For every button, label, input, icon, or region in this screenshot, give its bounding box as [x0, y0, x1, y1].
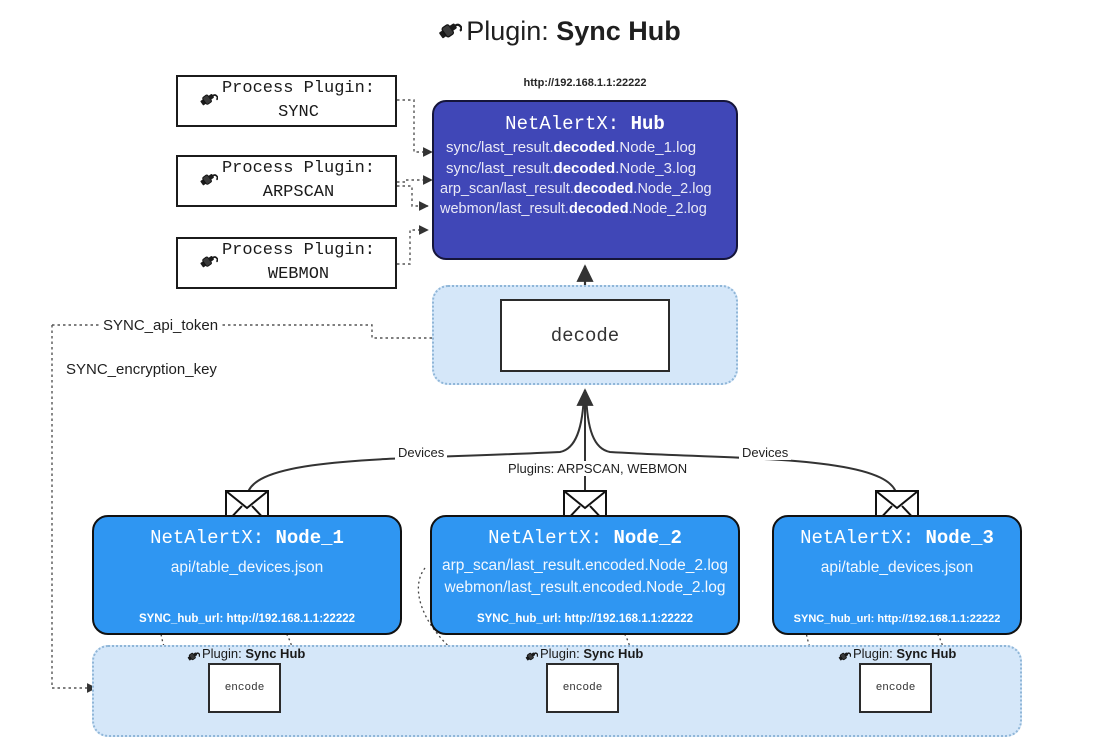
node3-line-1: api/table_devices.json	[820, 559, 974, 576]
pp-sync-line1: Process Plugin:	[221, 79, 376, 98]
process-plugin-webmon-label: Process Plugin: WEBMON	[222, 239, 375, 287]
encoder3-plugin-prefix: Plugin:	[853, 646, 897, 661]
encode-box-2[interactable]: encode	[546, 663, 619, 713]
node2-hub-url: SYNC_hub_url: http://192.168.1.1:22222	[476, 613, 694, 625]
node1-hub-url: SYNC_hub_url: http://192.168.1.1:22222	[138, 613, 356, 625]
encode-label-2: encode	[562, 682, 603, 694]
pp-webmon-line1: Process Plugin:	[221, 241, 376, 260]
node-box-node2[interactable]: NetAlertX: Node_2 arp_scan/last_result.e…	[430, 515, 740, 635]
plug-icon	[524, 649, 539, 664]
secret-label-api-token: SYNC_api_token	[99, 317, 223, 334]
pp-arpscan-line2: ARPSCAN	[262, 183, 335, 202]
edge-sync-to-log1	[397, 99, 433, 157]
secret-label-encryption-key: SYNC_encryption_key	[62, 361, 221, 378]
hub-title-name: Hub	[630, 113, 665, 135]
plug-icon	[198, 169, 219, 194]
node1-line-1: api/table_devices.json	[170, 559, 324, 576]
edge-webmon-to-log4	[397, 225, 429, 265]
decode-box[interactable]: decode	[500, 299, 670, 372]
hub-title: NetAlertX: Hub	[434, 113, 736, 135]
hub-box[interactable]: NetAlertX: Hub sync/last_result.decoded.…	[432, 100, 738, 260]
encoder3-plugin-name: Sync Hub	[896, 646, 957, 661]
edge-sync-to-log2	[397, 175, 433, 185]
node2-line-1: arp_scan/last_result.encoded.Node_2.log	[441, 557, 729, 574]
node2-line-2: webmon/last_result.encoded.Node_2.log	[444, 579, 726, 596]
page-title: Plugin: Sync Hub	[0, 14, 1117, 51]
encoder1-plugin-name: Sync Hub	[245, 646, 306, 661]
encoder3-plugin-header: Plugin: Sync Hub	[837, 646, 956, 664]
encode-label-1: encode	[224, 682, 265, 694]
node-box-node3[interactable]: NetAlertX: Node_3 api/table_devices.json…	[772, 515, 1022, 635]
node3-title: NetAlertX: Node_3	[800, 527, 994, 549]
process-plugin-webmon[interactable]: Process Plugin: WEBMON	[176, 237, 397, 289]
process-plugin-arpscan[interactable]: Process Plugin: ARPSCAN	[176, 155, 397, 207]
plug-icon	[198, 251, 219, 276]
hub-title-prefix: NetAlertX:	[505, 113, 631, 135]
hub-log-2: sync/last_result.decoded.Node_3.log	[446, 160, 697, 177]
encode-box-3[interactable]: encode	[859, 663, 932, 713]
node2-title: NetAlertX: Node_2	[488, 527, 682, 549]
encode-box-1[interactable]: encode	[208, 663, 281, 713]
decode-label: decode	[550, 324, 620, 347]
page-title-prefix: Plugin:	[466, 16, 557, 46]
edge-arpscan-to-log3	[397, 185, 429, 211]
edge-label-devices-right: Devices	[739, 445, 792, 460]
plug-icon	[186, 649, 201, 664]
process-plugin-sync-label: Process Plugin: SYNC	[222, 77, 375, 125]
pp-webmon-line2: WEBMON	[267, 265, 330, 284]
hub-log-3: arp_scan/last_result.decoded.Node_2.log	[440, 181, 712, 197]
plug-icon	[436, 17, 463, 51]
hub-log-4: webmon/last_result.decoded.Node_2.log	[440, 201, 707, 217]
edge-encryption-key-to-encoders	[51, 369, 97, 693]
hub-url-label: http://192.168.1.1:22222	[523, 77, 647, 89]
encode-label-3: encode	[875, 682, 916, 694]
pp-arpscan-line1: Process Plugin:	[221, 159, 376, 178]
hub-log-1: sync/last_result.decoded.Node_1.log	[446, 139, 697, 156]
page-title-name: Sync Hub	[556, 16, 681, 46]
plug-icon	[837, 649, 852, 664]
encoder2-plugin-header: Plugin: Sync Hub	[524, 646, 643, 664]
encoder1-plugin-prefix: Plugin:	[202, 646, 246, 661]
plug-icon	[198, 89, 219, 114]
node1-title: NetAlertX: Node_1	[150, 527, 344, 549]
encoder2-plugin-name: Sync Hub	[583, 646, 644, 661]
pp-sync-line2: SYNC	[278, 103, 319, 122]
process-plugin-sync[interactable]: Process Plugin: SYNC	[176, 75, 397, 127]
node3-hub-url: SYNC_hub_url: http://192.168.1.1:22222	[793, 613, 1001, 625]
encoder1-plugin-header: Plugin: Sync Hub	[186, 646, 305, 664]
edge-label-devices-left: Devices	[395, 445, 448, 460]
node-box-node1[interactable]: NetAlertX: Node_1 api/table_devices.json…	[92, 515, 402, 635]
edge-label-plugins-center: Plugins: ARPSCAN, WEBMON	[505, 461, 691, 476]
process-plugin-arpscan-label: Process Plugin: ARPSCAN	[222, 157, 375, 205]
encoder2-plugin-prefix: Plugin:	[540, 646, 584, 661]
